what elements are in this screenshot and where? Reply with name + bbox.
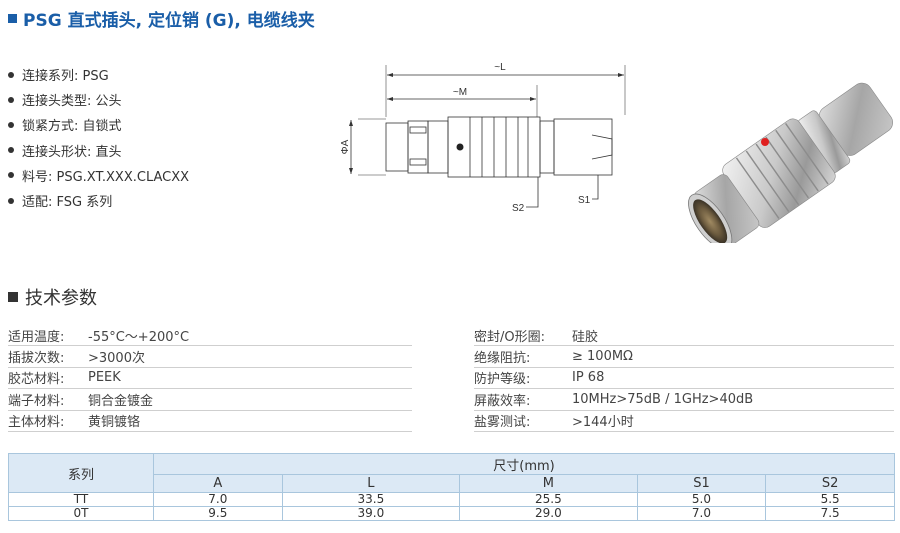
bullet-icon xyxy=(8,71,14,78)
table-row: 0T 9.5 39.0 29.0 7.0 7.5 xyxy=(8,506,895,521)
feature-item: 锁紧方式: 自锁式 xyxy=(8,112,189,137)
param-row: 插拔次数:>3000次 xyxy=(8,346,412,368)
param-row: 屏蔽效率:10MHz>75dB / 1GHz>40dB xyxy=(474,389,894,411)
bullet-icon xyxy=(8,121,14,128)
series-header: 系列 xyxy=(8,453,154,493)
param-row: 端子材料:铜合金镀金 xyxy=(8,389,412,411)
params-left-list: 适用温度:-55°C～+200°C 插拔次数:>3000次 胶芯材料:PEEK … xyxy=(8,325,412,432)
feature-item: 料号: PSG.XT.XXX.CLACXX xyxy=(8,163,189,188)
feature-item: 适配: FSG 系列 xyxy=(8,188,189,213)
feature-item: 连接头类型: 公头 xyxy=(8,87,189,112)
param-row: 胶芯材料:PEEK xyxy=(8,368,412,390)
page-title: PSG 直式插头, 定位销 (G), 电缆线夹 xyxy=(8,6,315,31)
column-header: S1 xyxy=(636,474,767,493)
param-row: 盐雾测试:>144小时 xyxy=(474,411,894,432)
dim-m-label: ~M xyxy=(453,87,467,98)
dim-l-label: ~L xyxy=(494,62,506,73)
param-row: 主体材料:黄铜镀铬 xyxy=(8,411,412,432)
column-header: M xyxy=(459,474,638,493)
param-row: 防护等级:IP 68 xyxy=(474,368,894,390)
feature-item: 连接头形状: 直头 xyxy=(8,138,189,163)
bullet-icon xyxy=(8,172,14,179)
red-alignment-dot-icon xyxy=(761,138,769,146)
s1-label: S1 xyxy=(578,195,591,206)
heading-square-icon xyxy=(8,292,18,302)
table-row: TT 7.0 33.5 25.5 5.0 5.5 xyxy=(8,492,895,507)
dimensions-table: 系列 尺寸(mm) A L M S1 S2 TT 7.0 33.5 25.5 5… xyxy=(8,453,895,521)
dim-a-label: ΦA xyxy=(340,139,351,154)
param-row: 绝缘阻抗:≥ 100MΩ xyxy=(474,346,894,368)
tech-params-heading: 技术参数 xyxy=(8,284,97,310)
s2-label: S2 xyxy=(512,203,525,214)
param-row: 密封/O形圈:硅胶 xyxy=(474,325,894,347)
column-header: A xyxy=(153,474,283,493)
column-header: L xyxy=(281,474,461,493)
params-right-list: 密封/O形圈:硅胶 绝缘阻抗:≥ 100MΩ 防护等级:IP 68 屏蔽效率:1… xyxy=(474,325,894,432)
connector-technical-drawing: ~L ~M ΦA S2 S1 xyxy=(340,62,626,214)
page-title-text: PSG 直式插头, 定位销 (G), 电缆线夹 xyxy=(23,11,315,31)
column-header: S2 xyxy=(765,474,895,493)
bullet-icon xyxy=(8,147,14,154)
feature-item: 连接系列: PSG xyxy=(8,62,189,87)
param-row: 适用温度:-55°C～+200°C xyxy=(8,325,412,347)
alignment-dot-icon xyxy=(456,143,464,151)
bullet-icon xyxy=(8,96,14,103)
connector-product-image xyxy=(688,82,893,243)
title-square-icon xyxy=(8,14,17,23)
feature-list: 连接系列: PSG 连接头类型: 公头 锁紧方式: 自锁式 连接头形状: 直头 … xyxy=(8,62,189,213)
bullet-icon xyxy=(8,197,14,204)
size-header: 尺寸(mm) xyxy=(153,453,895,475)
